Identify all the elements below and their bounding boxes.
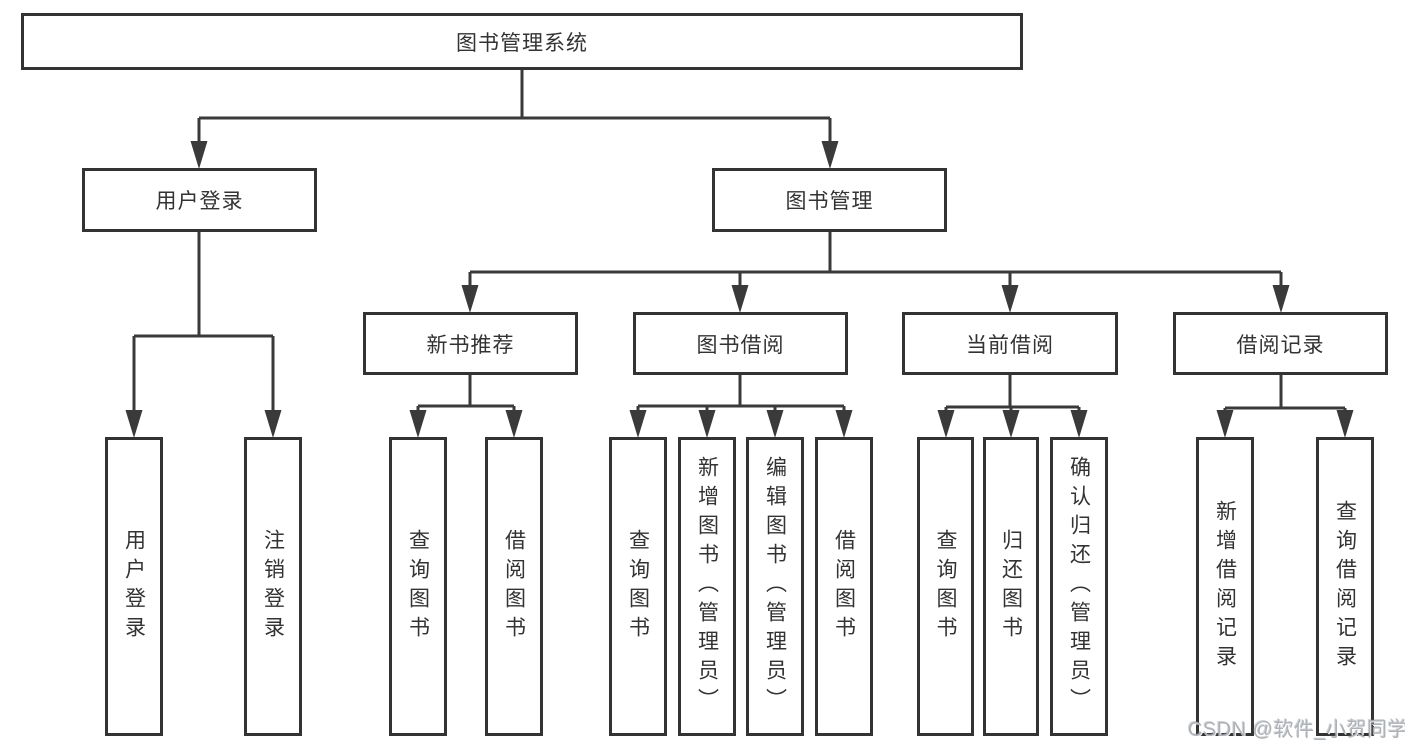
watermark: CSDN @软件_小贺同学 — [1188, 719, 1405, 741]
leaf-query-books-recommend: 查询图书 — [389, 437, 447, 736]
leaf-logout: 注销登录 — [244, 437, 302, 736]
node-root: 图书管理系统 — [21, 13, 1023, 70]
leaf-confirm-return-admin-label: 确认归还（管理员） — [1067, 456, 1091, 717]
leaf-return-books-label: 归还图书 — [999, 528, 1023, 645]
leaf-borrow-books-recommend-label: 借阅图书 — [502, 528, 526, 645]
leaf-borrow-books-borrow-label: 借阅图书 — [832, 528, 856, 645]
leaf-query-borrow-record-label: 查询借阅记录 — [1333, 499, 1357, 674]
leaf-add-book-admin-label: 新增图书（管理员） — [695, 456, 719, 717]
leaf-query-books-current: 查询图书 — [917, 437, 974, 736]
leaf-query-borrow-record: 查询借阅记录 — [1316, 437, 1374, 736]
leaf-query-books-borrow: 查询图书 — [609, 437, 667, 736]
leaf-query-books-recommend-label: 查询图书 — [406, 528, 430, 645]
node-user-login-label: 用户登录 — [155, 190, 244, 213]
node-book-management: 图书管理 — [712, 168, 947, 232]
leaf-query-books-current-label: 查询图书 — [934, 528, 957, 645]
leaf-user-login-label: 用户登录 — [122, 528, 146, 645]
node-borrowing-records: 借阅记录 — [1173, 312, 1388, 375]
leaf-add-book-admin: 新增图书（管理员） — [678, 437, 736, 736]
node-book-borrowing: 图书借阅 — [633, 312, 848, 375]
node-current-borrowing-label: 当前借阅 — [966, 333, 1054, 357]
leaf-logout-label: 注销登录 — [261, 528, 285, 645]
leaf-borrow-books-recommend: 借阅图书 — [485, 437, 543, 736]
node-current-borrowing: 当前借阅 — [902, 312, 1118, 375]
leaf-query-books-borrow-label: 查询图书 — [626, 528, 650, 645]
leaf-user-login: 用户登录 — [105, 437, 163, 736]
leaf-borrow-books-borrow: 借阅图书 — [815, 437, 873, 736]
node-user-login: 用户登录 — [82, 168, 317, 232]
leaf-edit-book-admin-label: 编辑图书（管理员） — [763, 456, 787, 717]
node-new-book-recommend-label: 新书推荐 — [426, 333, 515, 357]
leaf-return-books: 归还图书 — [983, 437, 1039, 736]
leaf-edit-book-admin: 编辑图书（管理员） — [746, 437, 804, 736]
node-root-label: 图书管理系统 — [456, 31, 588, 55]
node-new-book-recommend: 新书推荐 — [363, 312, 578, 375]
leaf-add-borrow-record: 新增借阅记录 — [1196, 437, 1254, 736]
node-book-borrowing-label: 图书借阅 — [696, 333, 785, 357]
leaf-add-borrow-record-label: 新增借阅记录 — [1213, 499, 1237, 674]
node-borrowing-records-label: 借阅记录 — [1236, 333, 1325, 357]
node-book-management-label: 图书管理 — [785, 190, 874, 213]
leaf-confirm-return-admin: 确认归还（管理员） — [1050, 437, 1108, 736]
